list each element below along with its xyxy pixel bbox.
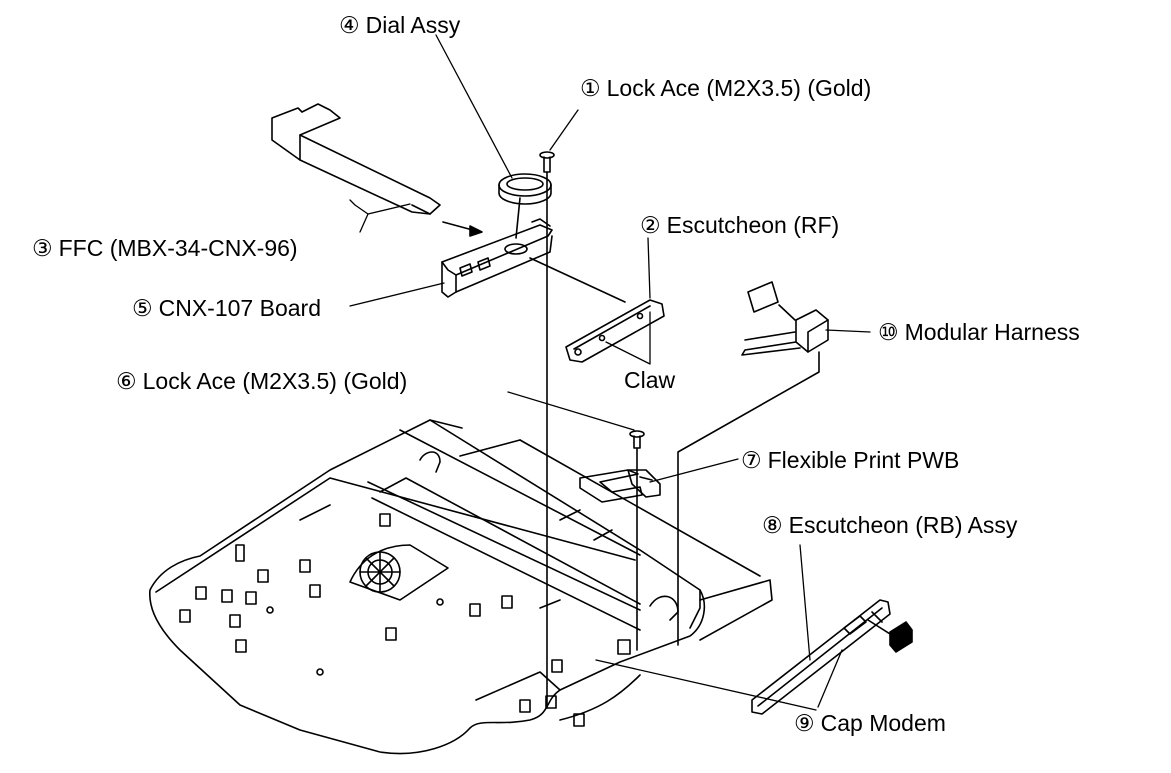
- leader-dial-assy: [435, 34, 513, 179]
- leader-cnx-board: [349, 282, 445, 307]
- callout-number: ⑥: [116, 368, 137, 394]
- ffc-cable-part: [271, 103, 441, 215]
- callout-number: ⑦: [741, 447, 762, 473]
- flexible-print-pwb-part: [579, 469, 661, 503]
- leader-cap-modem-2: [595, 659, 817, 711]
- escutcheon-rb-part: [751, 599, 891, 715]
- leader-modular-harness: [825, 329, 871, 333]
- dial-assy-part: [498, 173, 552, 239]
- callout-number: ⑨: [794, 710, 815, 736]
- modular-harness-part: [677, 281, 829, 646]
- callout-number: ②: [640, 212, 661, 238]
- leader-ffc: [349, 199, 369, 215]
- base-chassis-part: [149, 419, 773, 755]
- callout-text: Claw: [624, 367, 676, 393]
- callout-number: ⑧: [762, 512, 783, 538]
- lock-ace-screw-1: [539, 151, 555, 709]
- cnx-board-part: [441, 218, 553, 298]
- leader-lock-ace-1: [549, 109, 579, 151]
- lock-ace-screw-6: [629, 430, 645, 651]
- callout-text: Flexible Print PWB: [767, 447, 960, 473]
- callout-text: Dial Assy: [365, 12, 461, 38]
- leader-lines: [349, 34, 871, 711]
- leader-escutcheon-rf: [647, 237, 651, 299]
- leader-cap-modem: [817, 649, 843, 708]
- leader-ffc-to-cable: [359, 203, 411, 233]
- callout-text: Cap Modem: [820, 710, 946, 736]
- callout-text: Escutcheon (RB) Assy: [788, 512, 1018, 538]
- leader-lock-ace-6: [507, 391, 635, 431]
- leader-escutcheon-rb: [799, 544, 811, 661]
- escutcheon-rf-part: [565, 299, 665, 363]
- callout-claw: Claw: [624, 369, 675, 392]
- callout-text: CNX-107 Board: [158, 295, 321, 321]
- callout-number: ③: [32, 235, 53, 261]
- callout-number: ①: [580, 75, 601, 101]
- callout-text: Modular Harness: [904, 319, 1080, 345]
- cap-modem-part: [867, 619, 913, 653]
- ffc-insert-arrow: [442, 221, 483, 237]
- leader-flexible-print: [649, 458, 739, 483]
- callout-text: Lock Ace (M2X3.5) (Gold): [606, 75, 872, 101]
- board-to-escutcheon-guide: [529, 257, 626, 303]
- callout-text: Lock Ace (M2X3.5) (Gold): [142, 368, 408, 394]
- callout-text: Escutcheon (RF): [666, 212, 840, 238]
- callout-text: FFC (MBX-34-CNX-96): [58, 235, 298, 261]
- callout-number: ⑩: [878, 319, 899, 345]
- callout-number: ⑤: [132, 295, 153, 321]
- callout-number: ④: [339, 12, 360, 38]
- leader-claw: [605, 311, 651, 365]
